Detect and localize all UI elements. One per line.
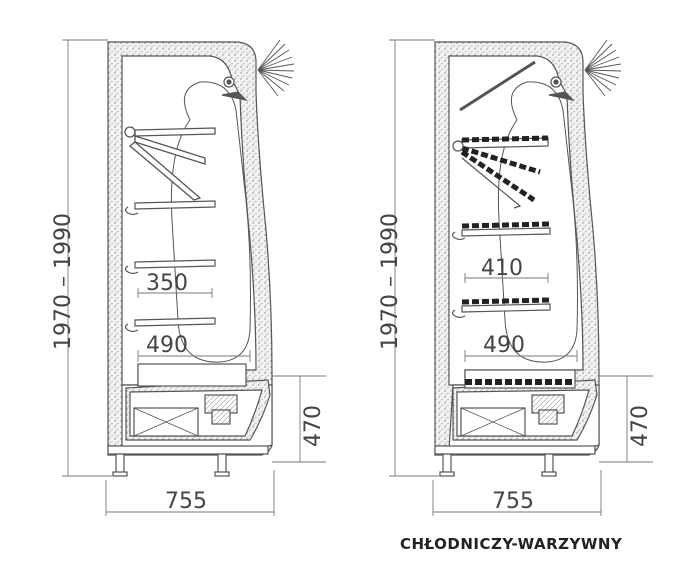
left-dimension-labels: 1970 – 1990 470 755 350 490	[51, 213, 326, 514]
right-shelf-3	[451, 297, 551, 319]
left-shelf-4	[134, 317, 216, 327]
left-counter-height-label: 470	[301, 405, 326, 447]
right-cabinet	[389, 39, 653, 516]
left-shelf-top	[124, 126, 216, 201]
left-shelf-2	[134, 200, 216, 210]
left-overall-depth-label: 755	[165, 489, 207, 514]
right-counter-height-label: 470	[628, 405, 653, 447]
right-shelf-top	[452, 135, 549, 209]
left-shelf-depth-base: 490	[146, 333, 188, 358]
left-light-rays	[257, 39, 295, 97]
left-cabinet-interior	[121, 55, 257, 386]
right-overall-depth-label: 755	[492, 489, 534, 514]
left-leg-front	[115, 453, 125, 475]
right-shelf-2	[451, 221, 551, 241]
left-base-deck	[137, 363, 247, 387]
right-shelf-depth-base: 490	[483, 333, 525, 358]
left-height-label: 1970 – 1990	[51, 213, 76, 350]
right-dimension-labels: 1970 – 1990 470 755 410 490	[378, 213, 653, 514]
left-shelf-3	[134, 259, 216, 269]
left-leg-rear	[217, 453, 227, 475]
right-leg-front	[442, 453, 452, 475]
left-airflow	[170, 81, 251, 363]
left-shelf-depth-upper: 350	[146, 271, 188, 296]
right-base-deck	[464, 369, 576, 389]
right-leg-rear	[544, 453, 554, 475]
right-height-label: 1970 – 1990	[378, 213, 403, 350]
left-cabinet	[62, 39, 326, 516]
right-shelf-depth-upper: 410	[481, 256, 523, 281]
right-light-rays	[584, 39, 622, 97]
drawing-caption: CHŁODNICZY-WARZYWNY	[400, 535, 623, 553]
right-airflow	[497, 81, 578, 363]
